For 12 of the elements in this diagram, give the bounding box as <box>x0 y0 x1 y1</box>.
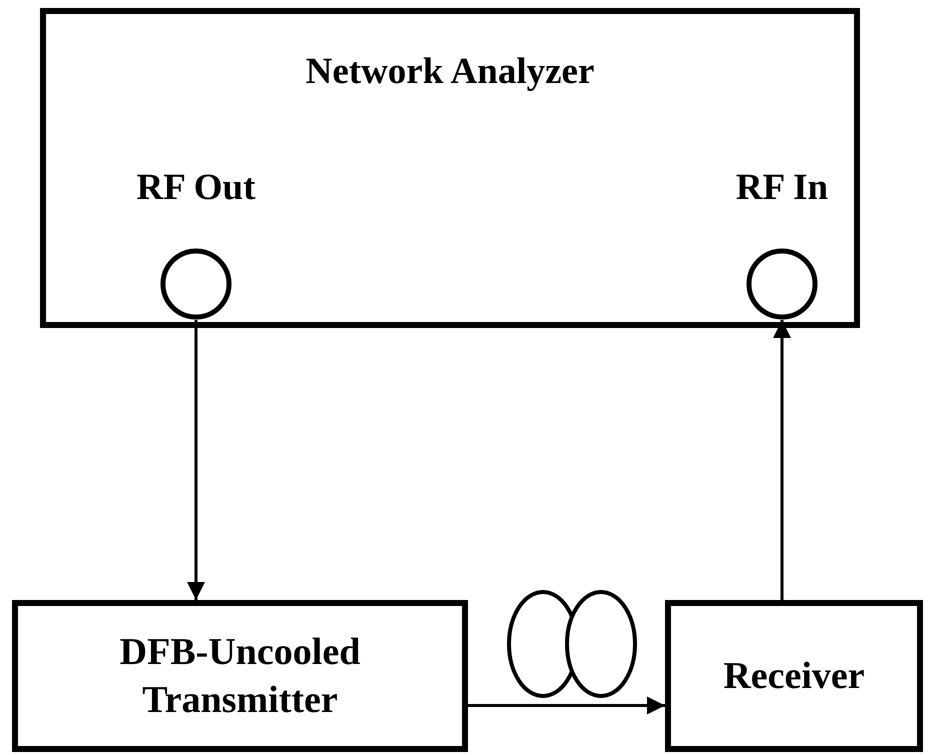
fiber-spool-drawing <box>505 590 641 707</box>
port-label: RF In <box>734 168 830 208</box>
box-label: DFB-Uncooled Transmitter <box>118 630 362 723</box>
arrow <box>641 696 665 714</box>
box-label: Receiver <box>722 654 866 699</box>
process-box <box>665 600 923 752</box>
box-title: Network Analyzer <box>304 52 596 92</box>
port-label: RF Out <box>136 168 256 208</box>
arrow <box>187 320 205 600</box>
instrument-box <box>40 8 860 328</box>
process-box <box>12 600 468 752</box>
arrow <box>773 320 791 600</box>
